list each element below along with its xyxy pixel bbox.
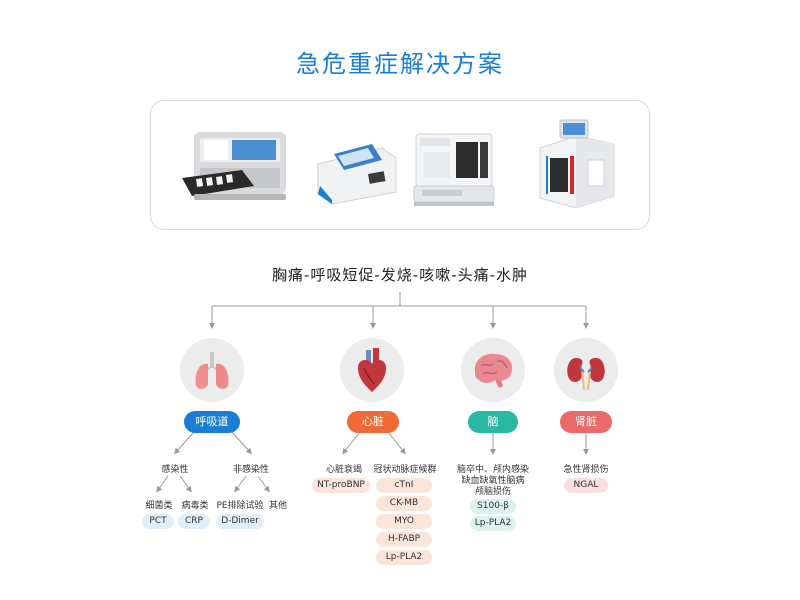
brain-circle (461, 338, 525, 402)
respiratory-label: 呼吸道 (184, 411, 240, 433)
kidneys-circle (554, 338, 618, 402)
ngal-marker: NGAL (564, 478, 608, 493)
heart-failure-label: 心脏衰竭 (325, 465, 362, 475)
nt-probnp-marker: NT-proBNP (312, 478, 370, 493)
s100b-marker: S100-β (470, 499, 516, 514)
brain-label: 脑 (468, 411, 518, 433)
h-fabp-marker: H-FABP (376, 532, 432, 547)
d-dimer-marker: D-Dimer (216, 514, 264, 529)
brain-condition-line-3: 颅脑损伤 (474, 487, 511, 497)
lp-pla2-heart-marker: Lp-PLA2 (376, 550, 432, 565)
infectious-category: 感染性 (161, 465, 189, 475)
non-infectious-category: 非感染性 (232, 465, 269, 475)
brain-condition-line-1: 脑卒中、颅内感染 (456, 465, 529, 475)
analyzer-device-3-icon (413, 133, 495, 206)
myo-marker: MYO (376, 514, 432, 529)
brain-condition-line-2: 缺血缺氧性脑病 (461, 476, 525, 486)
ctni-marker: cTnI (376, 478, 432, 493)
page-title: 急危重症解决方案 (296, 50, 504, 78)
lungs-icon (195, 352, 229, 389)
kidney-label: 肾脏 (560, 411, 612, 433)
heart-icon (358, 348, 386, 392)
bacterial-label: 细菌类 (145, 501, 173, 511)
aki-label: 急性肾损伤 (563, 465, 609, 475)
lungs-circle (180, 338, 244, 402)
crp-marker: CRP (178, 514, 210, 529)
brain-icon (474, 353, 513, 388)
analyzer-device-1-icon (182, 132, 286, 200)
acs-label: 冠状动脉症候群 (373, 465, 437, 475)
analyzer-device-4-icon (539, 119, 615, 209)
kidneys-icon (567, 358, 605, 391)
analyzer-device-2-icon (317, 144, 397, 205)
lp-pla2-brain-marker: Lp-PLA2 (470, 516, 516, 531)
viral-label: 病毒类 (181, 501, 209, 511)
pe-exclusion-label: PE排除试验 (216, 501, 264, 511)
other-label: 其他 (268, 501, 287, 511)
heart-circle (340, 338, 404, 402)
pct-marker: PCT (142, 514, 174, 529)
symptoms-text: 胸痛-呼吸短促-发烧-咳嗽-头痛-水肿 (271, 266, 529, 284)
ck-mb-marker: CK-MB (376, 496, 432, 511)
heart-label: 心脏 (347, 411, 399, 433)
